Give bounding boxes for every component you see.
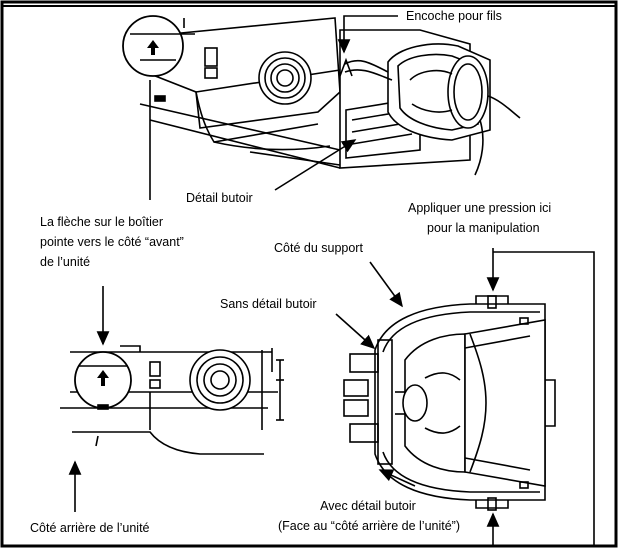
pressure-note-line1: Appliquer une pression ici — [408, 201, 552, 215]
up-arrow-icon — [147, 40, 159, 55]
lamp-assembly — [343, 295, 556, 511]
without-stop-label: Sans détail butoir — [220, 297, 317, 311]
top-projector-view — [122, 15, 521, 176]
lamp-leader-lines — [335, 248, 595, 546]
bottom-left-arrows — [68, 286, 110, 512]
rear-side-label: Côté arrière de l’unité — [30, 521, 150, 535]
arrow-note-line3: de l’unité — [40, 255, 91, 269]
pressure-note-line2: pour la manipulation — [427, 221, 540, 235]
support-side-label: Côté du support — [274, 241, 363, 255]
arrow-note-line2: pointe vers le côté “avant” — [40, 235, 184, 249]
top-leader-lines — [149, 15, 398, 200]
wire-notch-label: Encoche pour fils — [406, 9, 502, 23]
stop-detail-label: Détail butoir — [186, 191, 253, 205]
with-stop-line1: Avec détail butoir — [320, 499, 416, 513]
arrow-note-line1: La flèche sur le boîtier — [40, 215, 163, 229]
up-arrow-icon-bottom — [97, 370, 109, 386]
with-stop-line2: (Face au “côté arrière de l’unité”) — [277, 519, 461, 533]
bottom-projector-view — [60, 345, 284, 455]
